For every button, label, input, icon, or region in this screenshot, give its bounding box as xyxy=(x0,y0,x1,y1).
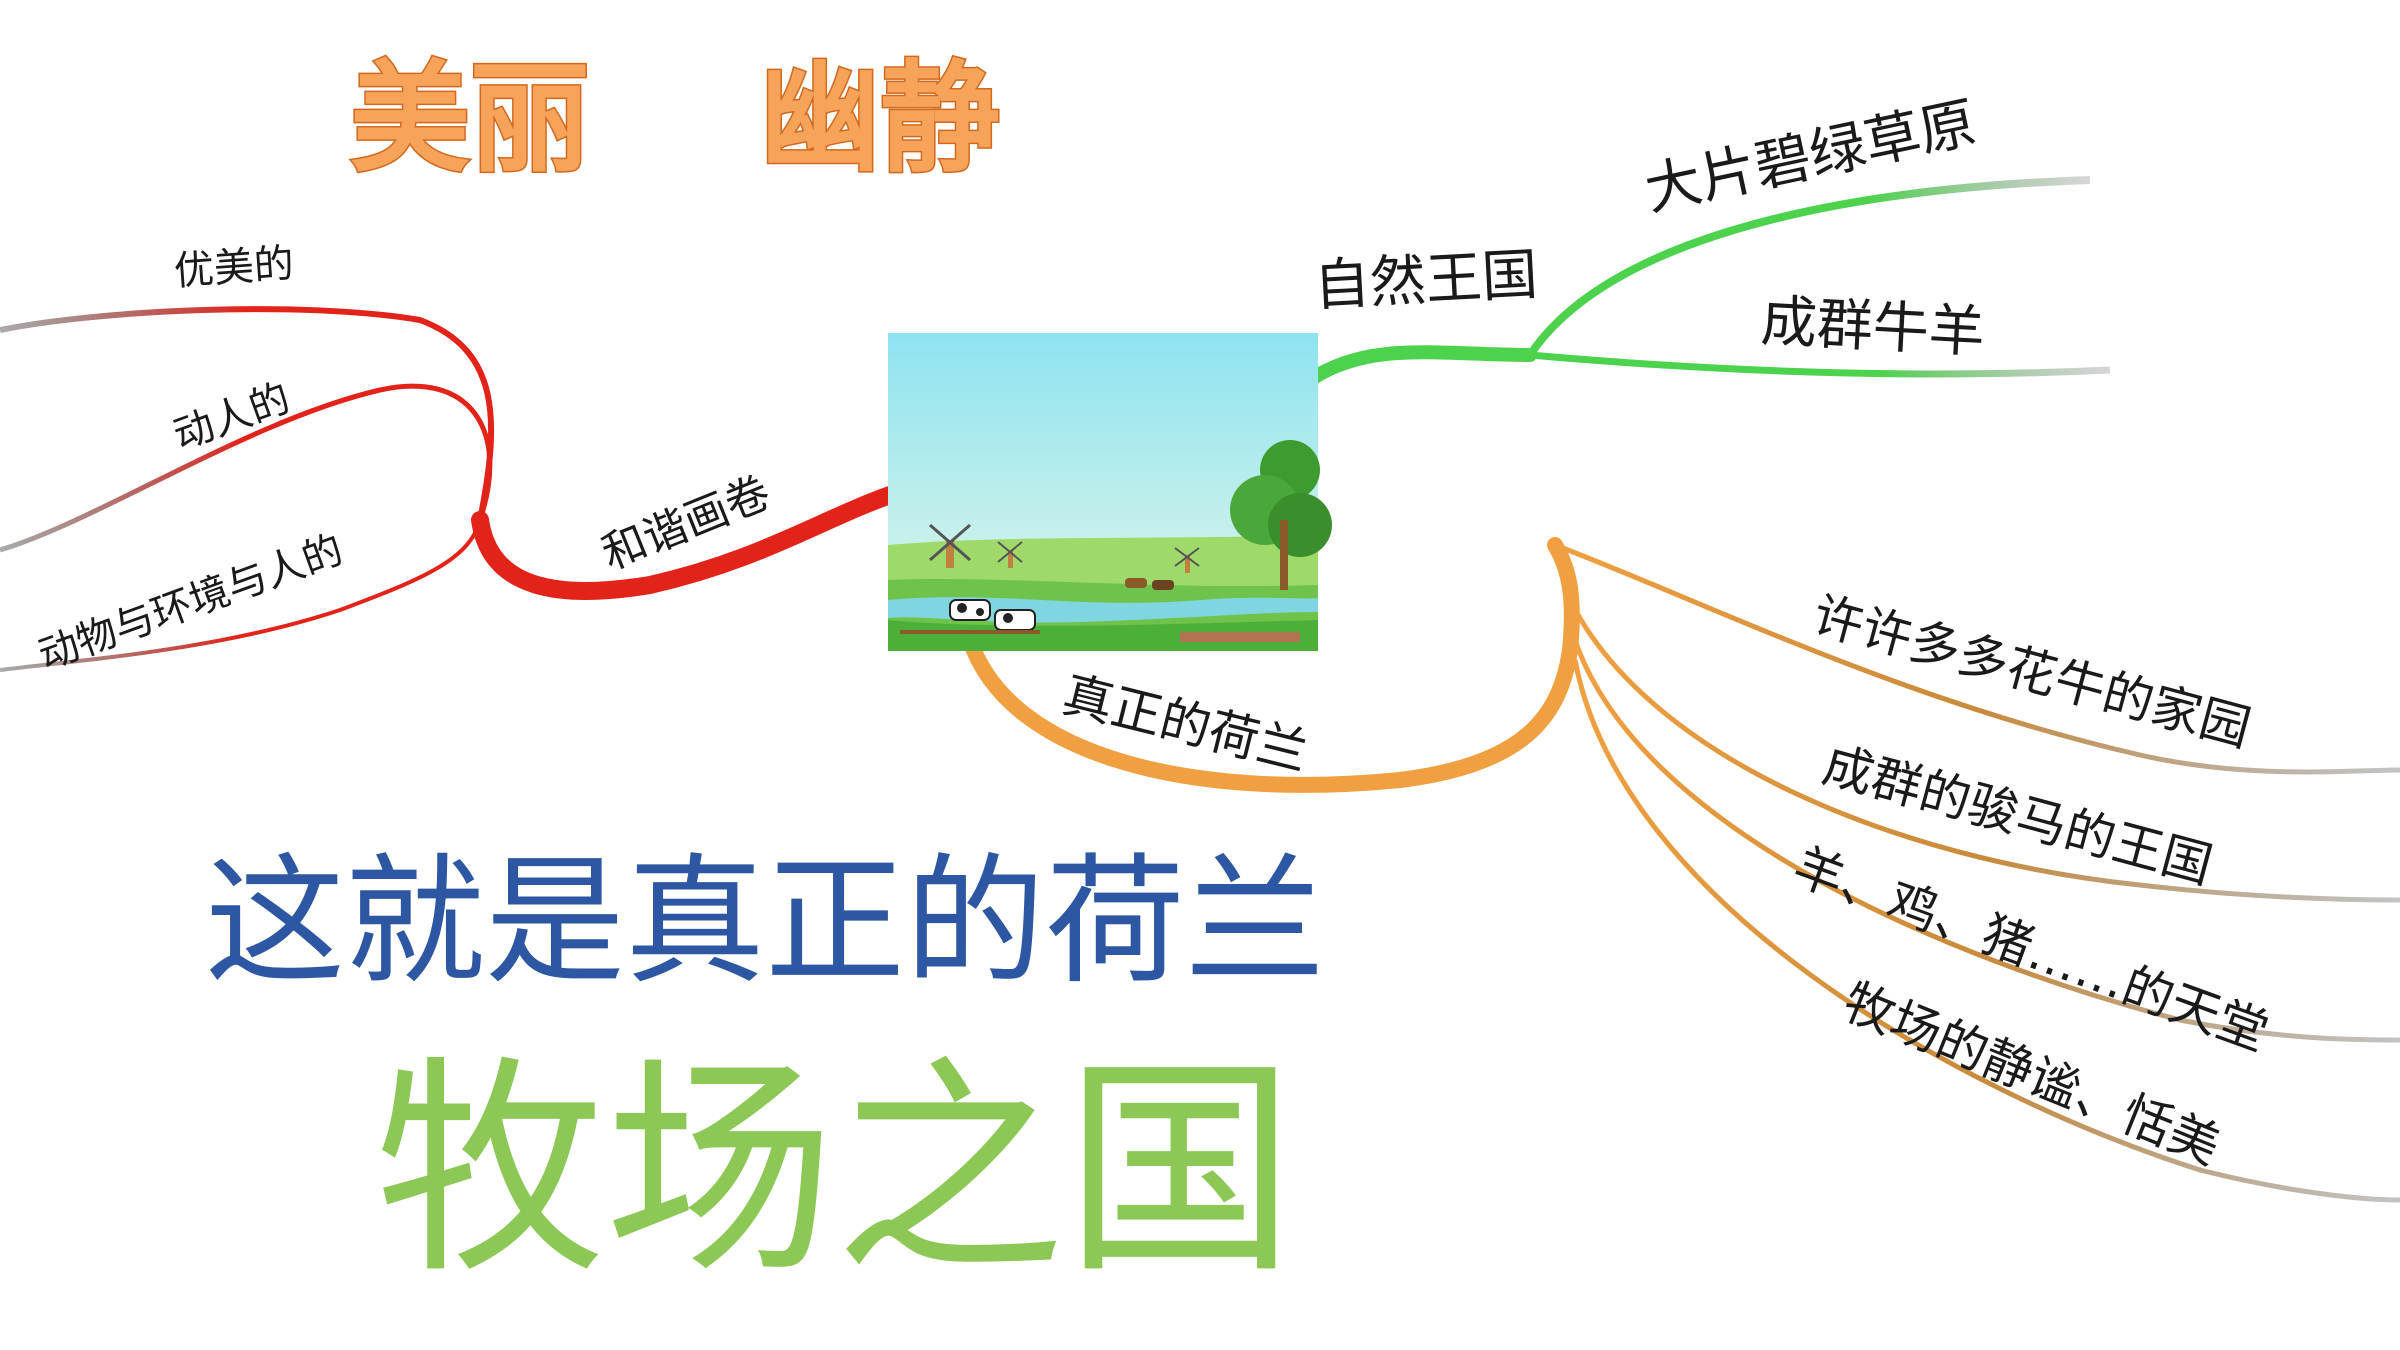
cow-icon xyxy=(1125,578,1174,590)
branch-harmony-child-line-2 xyxy=(0,383,493,553)
branch-nature: 自然王国 大片碧绿草原 成群牛羊 xyxy=(1303,90,2111,387)
branch-nature-child-line-2 xyxy=(1529,351,2111,378)
branch-nature-label: 自然王国 xyxy=(1312,242,1539,319)
cow-icon xyxy=(994,609,1036,631)
cow-icon xyxy=(949,599,991,621)
branch-harmony-child-line-1 xyxy=(0,306,495,521)
branch-nature-child-1: 大片碧绿草原 xyxy=(1639,90,1981,223)
branch-nature-main-line xyxy=(1303,345,1537,387)
branch-harmony-child-3: 动物与环境与人的 xyxy=(33,527,349,680)
branch-real-holland-child-line-3 xyxy=(1572,639,2400,1043)
header-word-beautiful: 美丽 xyxy=(350,50,590,189)
branch-harmony-child-line-3 xyxy=(0,519,482,672)
branch-real-holland-child-line-4 xyxy=(1572,659,2400,1203)
branch-real-holland-child-line-2 xyxy=(1567,598,2400,903)
center-image-dutch-pasture xyxy=(888,333,1332,651)
windmill-icon xyxy=(929,523,971,568)
windmill-icon xyxy=(997,541,1023,568)
title-line-1: 这就是真正的荷兰 xyxy=(205,841,1325,1004)
branch-real-holland-label: 真正的荷兰 xyxy=(1057,665,1314,782)
windmill-icon xyxy=(1174,547,1200,573)
title-line-2: 牧场之国 xyxy=(375,1038,1295,1305)
branch-real-holland-child-line-1 xyxy=(1554,542,2400,775)
branch-nature-child-2: 成群牛羊 xyxy=(1759,289,1986,366)
branch-harmony-child-1: 优美的 xyxy=(172,241,295,295)
branch-harmony-main-line xyxy=(471,486,899,601)
header-word-tranquil: 幽静 xyxy=(760,50,1000,189)
branch-real-holland-main-line xyxy=(962,537,1580,793)
branch-harmony: 和谐画卷 优美的 动人的 动物与环境与人的 xyxy=(0,241,899,680)
branch-nature-child-line-1 xyxy=(1526,176,2091,358)
